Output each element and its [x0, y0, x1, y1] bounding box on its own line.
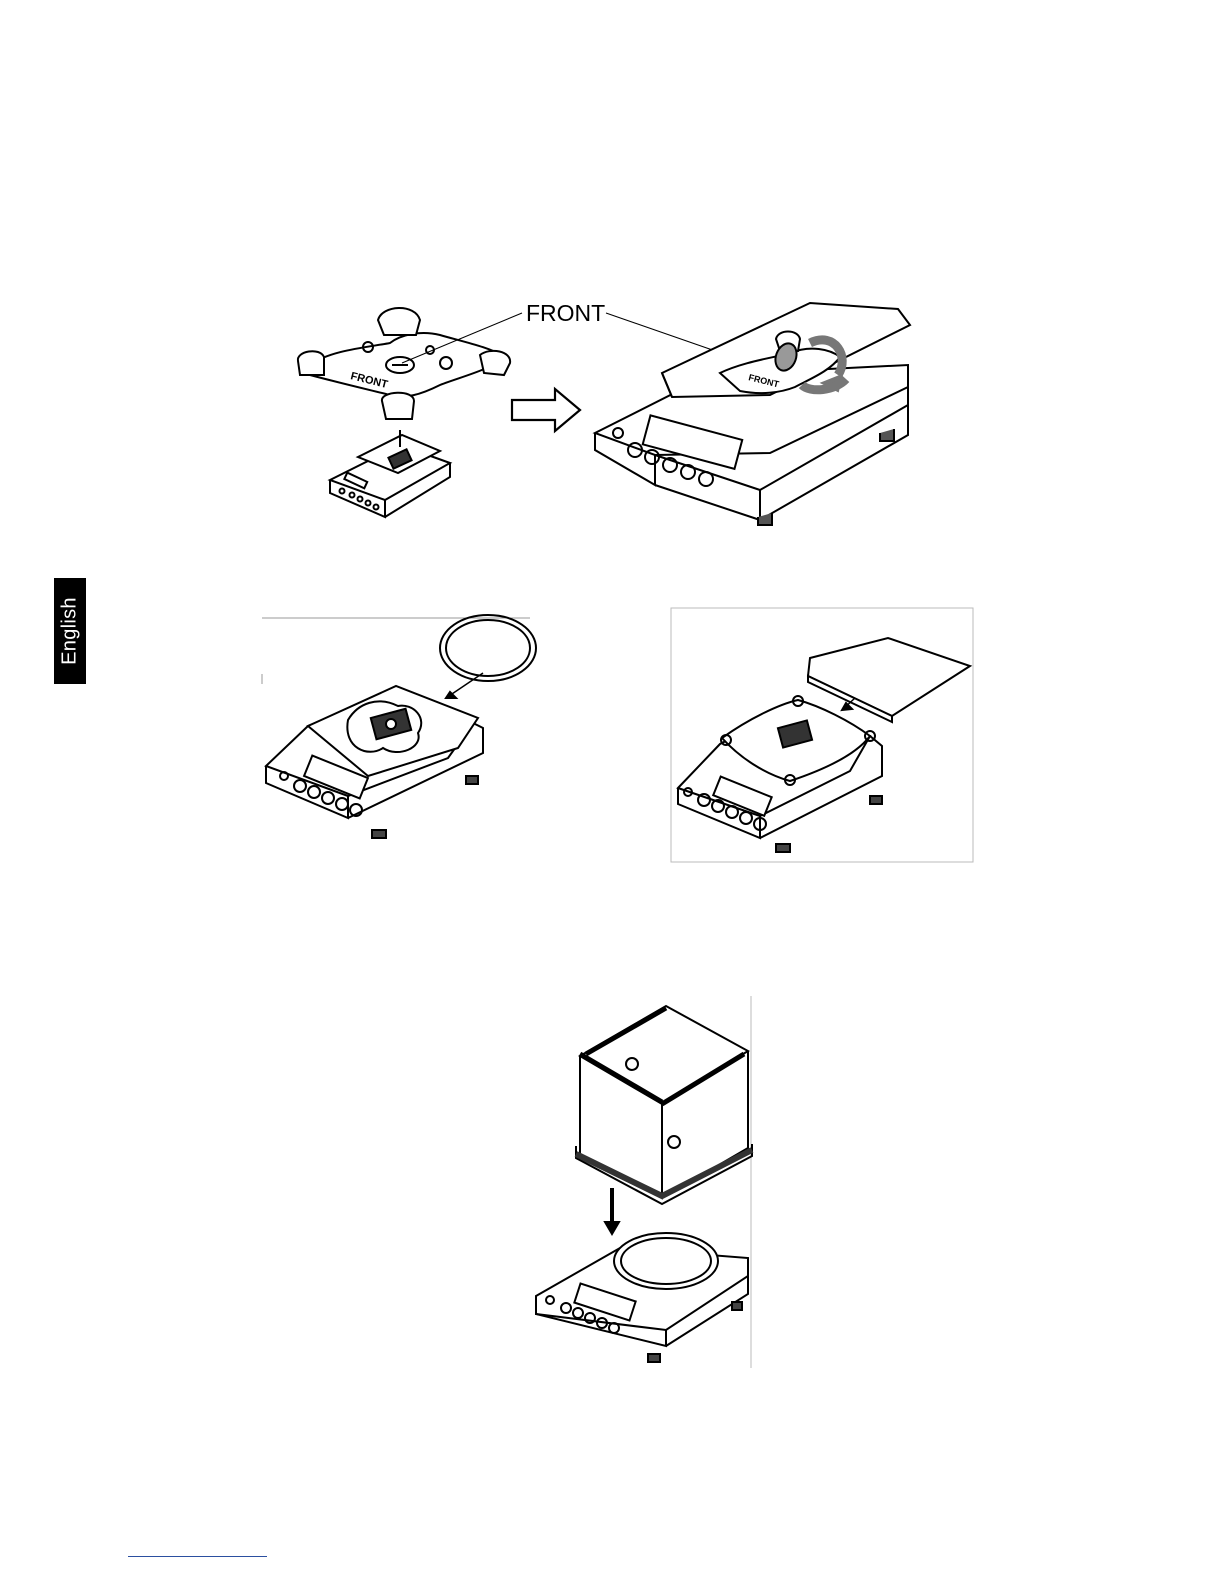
draft-shield-illustration — [536, 996, 754, 1370]
square-pan-illustration — [670, 606, 974, 864]
figure-square-pan — [670, 606, 974, 864]
figure-draft-shield — [536, 996, 754, 1370]
language-side-tab: English — [54, 578, 86, 684]
figure-round-pan — [258, 608, 548, 858]
front-callout-label: FRONT — [526, 300, 605, 326]
language-tab-label: English — [59, 597, 82, 665]
footer-link-underline — [128, 1556, 267, 1557]
spider-mounting-illustration: FRONT FRONT FRONT — [290, 295, 930, 530]
round-pan-illustration — [258, 608, 548, 858]
figure-spider-mounting: FRONT FRONT FRONT — [290, 295, 930, 530]
